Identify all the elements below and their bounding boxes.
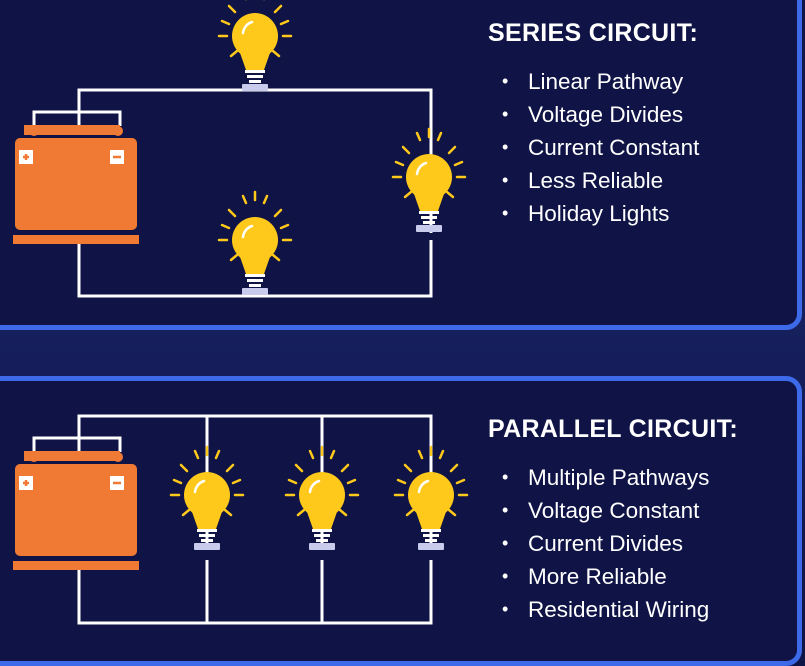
series-feature-list: •Linear Pathway •Voltage Divides •Curren… bbox=[502, 65, 699, 230]
light-bulb-icon bbox=[217, 190, 293, 297]
list-item: •Residential Wiring bbox=[502, 597, 710, 622]
list-item: •Voltage Constant bbox=[502, 498, 700, 523]
list-item: •Linear Pathway bbox=[502, 69, 684, 94]
battery-icon bbox=[11, 123, 141, 246]
light-bulb-icon bbox=[391, 127, 467, 234]
list-item: •Current Divides bbox=[502, 531, 684, 556]
battery-icon bbox=[11, 449, 141, 572]
series-title: SERIES CIRCUIT: bbox=[488, 19, 699, 47]
circuit-diagrams bbox=[11, 0, 469, 625]
list-item: •Current Constant bbox=[502, 135, 700, 160]
list-item: •Holiday Lights bbox=[502, 201, 670, 226]
list-item: •Voltage Divides bbox=[502, 102, 684, 127]
list-item: •Multiple Pathways bbox=[502, 465, 710, 490]
light-bulb-icon bbox=[217, 0, 293, 93]
list-item: •More Reliable bbox=[502, 564, 667, 589]
parallel-title: PARALLEL CIRCUIT: bbox=[488, 415, 738, 443]
list-item: •Less Reliable bbox=[502, 168, 664, 193]
parallel-feature-list: •Multiple Pathways •Voltage Constant •Cu… bbox=[502, 461, 709, 626]
